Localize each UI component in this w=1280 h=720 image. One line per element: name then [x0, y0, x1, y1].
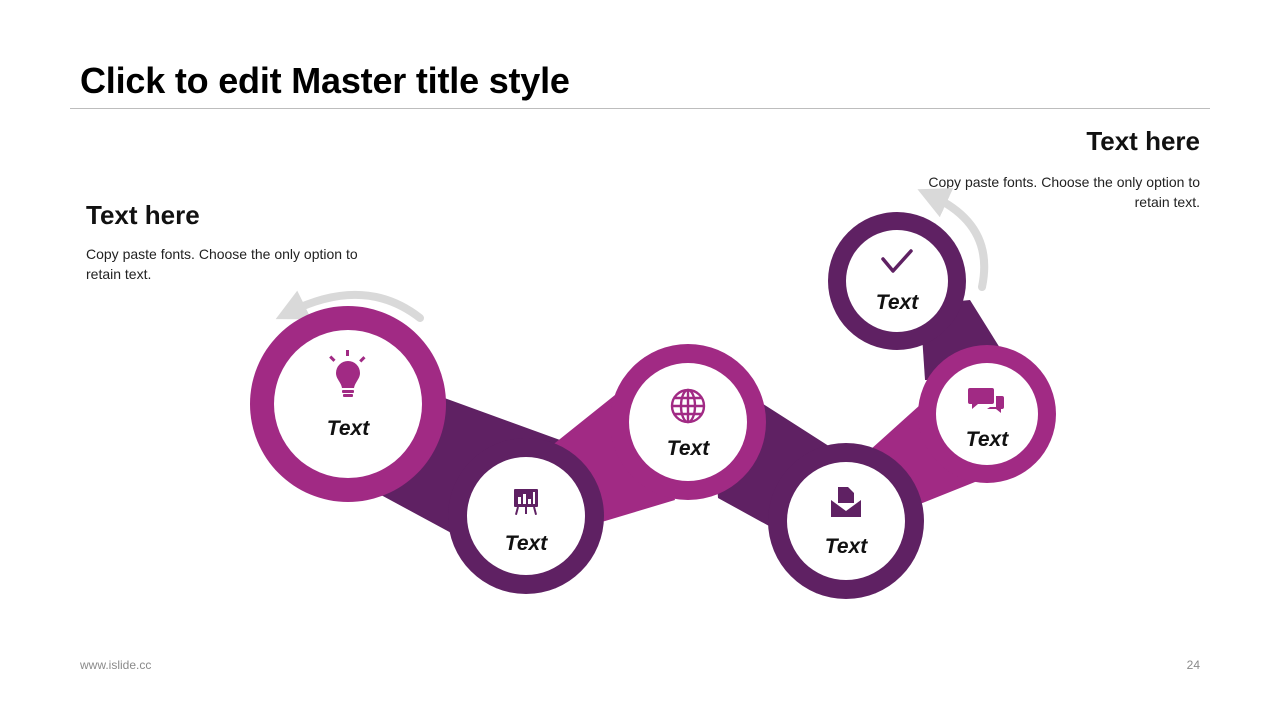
node-6-inner — [846, 230, 948, 332]
chat-bubbles-icon — [968, 388, 1004, 413]
node-4-inner — [787, 462, 905, 580]
node-3[interactable]: Text — [610, 344, 766, 500]
node-1-label: Text — [327, 417, 370, 440]
slide-title[interactable]: Click to edit Master title style — [80, 60, 570, 101]
left-curved-arrow — [275, 290, 424, 322]
node-5-inner — [936, 363, 1038, 465]
title-divider — [70, 108, 1210, 109]
node-6-label: Text — [876, 291, 919, 314]
right-text-body[interactable]: Copy paste fonts. Choose the only option… — [928, 174, 1200, 210]
node-5-label: Text — [966, 428, 1009, 451]
right-text-heading[interactable]: Text here — [1086, 126, 1200, 156]
lightbulb-icon — [329, 350, 366, 397]
globe-icon — [670, 388, 706, 424]
node-4[interactable]: Text — [768, 443, 924, 599]
node-2[interactable]: Text — [448, 438, 604, 594]
mail-document-icon — [831, 487, 861, 517]
node-2-label: Text — [505, 532, 548, 555]
node-1[interactable]: Text — [250, 306, 446, 502]
footer-url: www.islide.cc — [80, 658, 152, 672]
node-2-inner — [467, 457, 585, 575]
presentation-chart-icon — [514, 489, 538, 515]
node-5[interactable]: Text — [918, 345, 1056, 483]
right-curved-arrow — [917, 188, 989, 291]
left-text-heading[interactable]: Text here — [86, 200, 200, 230]
node-6[interactable]: Text — [828, 212, 966, 350]
node-4-label: Text — [825, 535, 868, 558]
page-number: 24 — [1186, 658, 1200, 672]
node-1-inner — [274, 330, 422, 478]
left-text-body[interactable]: Copy paste fonts. Choose the only option… — [86, 246, 358, 282]
checkmark-icon — [881, 249, 913, 273]
node-3-label: Text — [667, 437, 710, 460]
